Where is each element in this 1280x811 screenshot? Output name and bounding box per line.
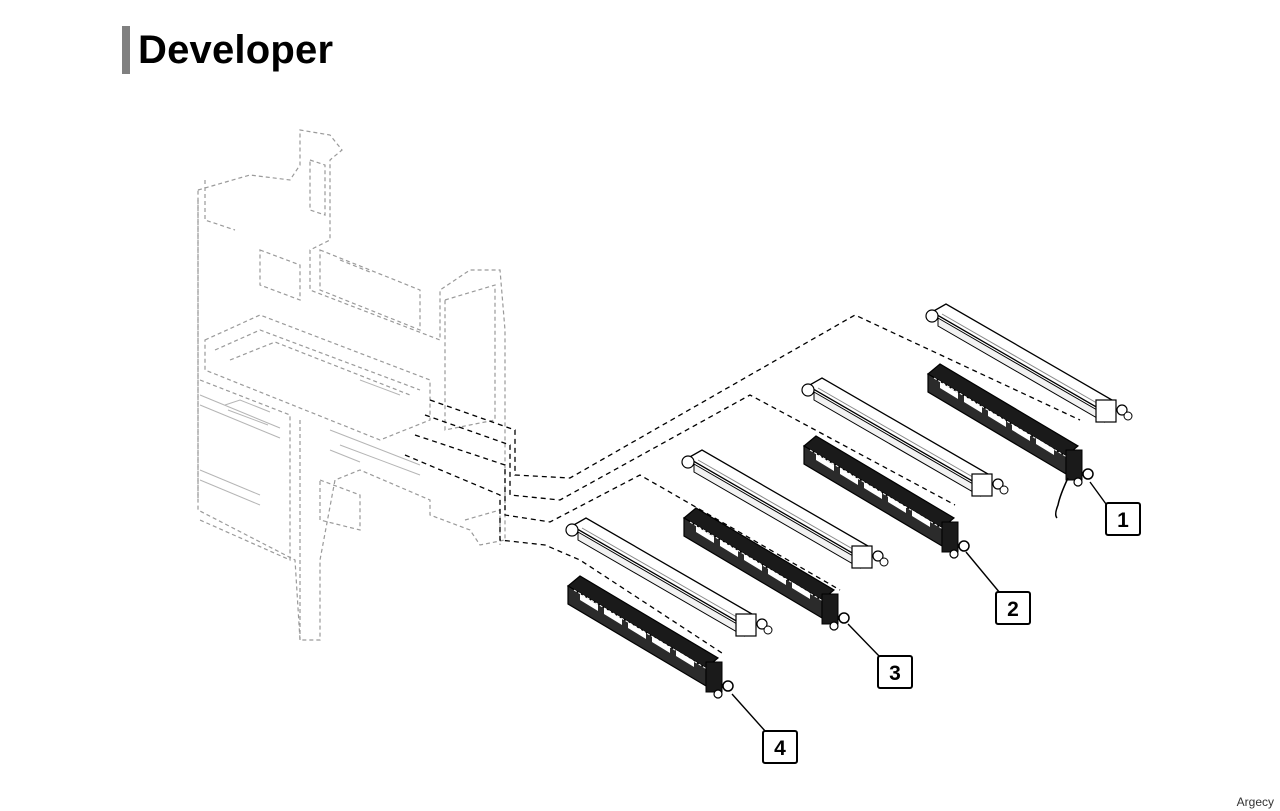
callout-label-3: 3 (889, 662, 901, 685)
callout-label-2: 2 (1007, 598, 1019, 621)
printer-frame (197, 129, 506, 641)
callout-4: 4 (762, 730, 798, 764)
callout-1: 1 (1105, 502, 1141, 536)
watermark: Argecy (1236, 795, 1274, 809)
assembly-leader-lines (404, 314, 1081, 656)
printer-frame-details (199, 379, 421, 506)
callout-2: 2 (995, 591, 1031, 625)
page-header: Developer (122, 26, 333, 74)
callout-leaders (731, 481, 1107, 733)
callout-label-1: 1 (1117, 509, 1129, 532)
developer-assembly-1 (925, 303, 1133, 519)
callout-3: 3 (877, 655, 913, 689)
title-accent-bar (122, 26, 130, 74)
callout-label-4: 4 (774, 737, 786, 760)
page-title: Developer (138, 27, 334, 72)
